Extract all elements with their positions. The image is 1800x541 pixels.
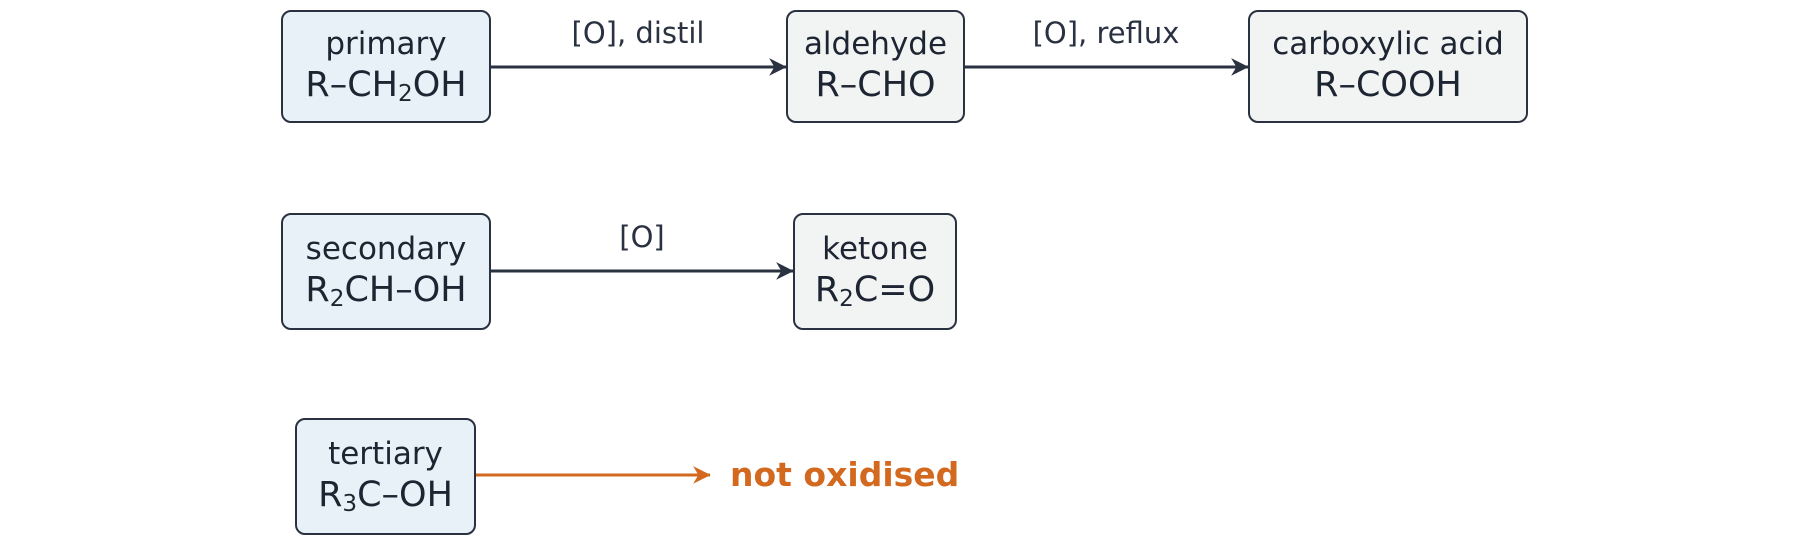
- condition-label: [O]: [619, 220, 665, 254]
- condition-label: [O], reflux: [1032, 16, 1180, 50]
- node-ketone: ketone R2C=O: [793, 213, 957, 330]
- node-name: ketone: [822, 231, 928, 268]
- node-formula: R–CHO: [815, 65, 936, 106]
- node-name: carboxylic acid: [1272, 26, 1504, 63]
- node-formula: R2CH–OH: [305, 270, 467, 313]
- node-formula: R–COOH: [1314, 65, 1462, 106]
- node-formula: R3C–OH: [318, 475, 453, 518]
- outcome-not-oxidised: not oxidised: [730, 455, 960, 494]
- node-aldehyde: aldehyde R–CHO: [786, 10, 965, 123]
- node-formula: R2C=O: [814, 270, 936, 313]
- node-name: primary: [325, 26, 447, 63]
- node-name: tertiary: [328, 436, 443, 473]
- node-secondary-alcohol: secondary R2CH–OH: [281, 213, 491, 330]
- condition-label: [O], distil: [571, 16, 705, 50]
- node-name: secondary: [305, 231, 467, 268]
- node-formula: R–CH2OH: [305, 65, 467, 108]
- node-primary-alcohol: primary R–CH2OH: [281, 10, 491, 123]
- node-tertiary-alcohol: tertiary R3C–OH: [295, 418, 476, 535]
- node-name: aldehyde: [803, 26, 948, 63]
- node-carboxylic-acid: carboxylic acid R–COOH: [1248, 10, 1528, 123]
